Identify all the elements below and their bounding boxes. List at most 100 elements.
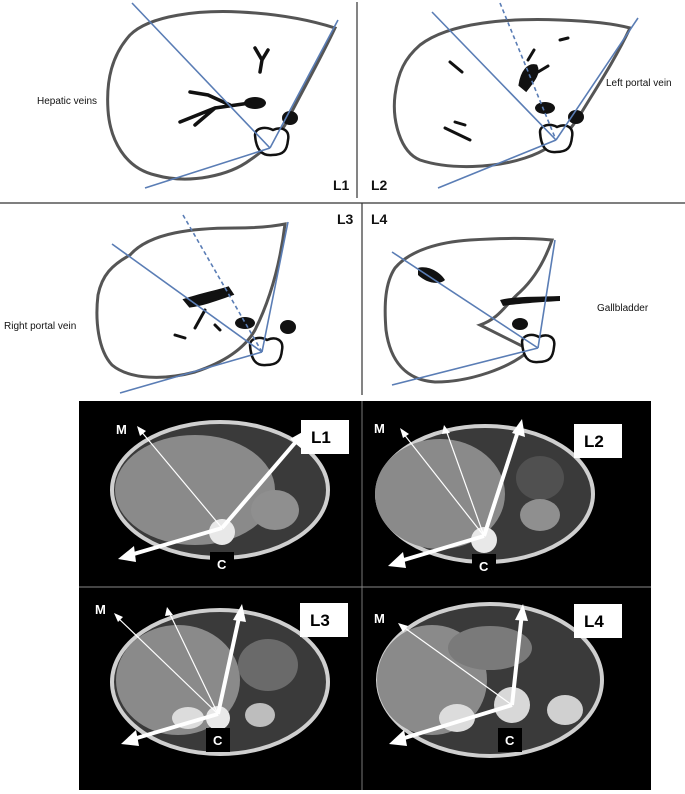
guide-line-dashed [499,2,557,141]
thin-arrow [402,432,485,537]
marker-c: C [217,557,227,572]
ct-panel-l3: M C L3 [95,602,348,756]
level-box-label: L3 [310,611,330,630]
thick-arrow [396,534,485,564]
aorta [280,320,296,334]
vertebra-outline [253,126,290,157]
aorta [282,111,298,125]
level-box [574,604,622,638]
marker-c: C [213,733,223,748]
marker-c-box [206,728,230,752]
ct-grid: M C L1 M C L2 [79,401,651,790]
thick-arrow [129,712,219,742]
ivc [244,97,266,109]
marker-c: C [505,733,515,748]
sketch-l2: Left portal vein L2 [371,2,672,193]
thin-arrow [139,429,223,529]
guide-line [555,17,639,141]
thick-arrowhead [512,419,525,437]
liver-tissue [115,435,275,545]
marker-c-box [472,554,496,578]
thick-arrowhead [388,552,406,568]
vessel-fragments [443,36,570,142]
bowel [448,626,532,670]
thin-arrow [445,429,485,537]
liver-outline [383,237,555,384]
level-label: L1 [333,177,350,193]
ivc [235,317,255,329]
guide-line [261,221,289,353]
guide-line [144,147,271,189]
liver-tissue [116,625,240,735]
thin-arrowhead [400,428,409,438]
vertebra [471,527,497,553]
guide-line-dashed [182,214,263,353]
level-box-label: L1 [311,428,331,447]
thick-arrow [126,526,223,558]
ct-panel-l1: M C L1 [110,420,349,576]
guide-line [119,351,263,394]
level-label: L3 [337,211,354,227]
liver-outline [392,18,633,169]
left-portal-vein [518,48,550,93]
sketch-l4: Gallbladder L4 [371,211,649,386]
portal-vein-segment [500,296,560,306]
sketch-l3: Right portal vein L3 [4,211,354,394]
hepatic-vein-branches [178,46,270,127]
vertebra [206,706,230,730]
ivc [535,102,555,114]
sketch-area: Hepatic veins L1 Left portal vein L2 [0,2,685,395]
ct-panel-l2: M C L2 [374,419,622,578]
level-box-label: L2 [584,432,604,451]
guide-line [537,239,556,349]
guide-line [391,251,539,349]
kidney [547,695,583,725]
thin-arrowhead [114,613,123,622]
stomach [516,456,564,500]
thin-arrow [401,625,513,706]
kidney [245,703,275,727]
vertebra-outline [520,333,556,364]
vertebra-outline [248,336,284,367]
marker-c: C [479,559,489,574]
thin-arrowhead [137,426,146,436]
spleen [251,490,299,530]
aorta [512,318,528,330]
annotation-label: Right portal vein [4,321,76,332]
marker-m: M [374,421,385,436]
guide-line [131,2,271,149]
marker-m: M [374,611,385,626]
level-label: L2 [371,177,388,193]
marker-m: M [116,422,127,437]
guide-line [437,139,557,189]
level-box [301,420,349,454]
level-label: L4 [371,211,388,227]
marker-m: M [95,602,106,617]
level-box-label: L4 [584,612,604,631]
guide-line [391,347,539,386]
thick-arrow [220,435,302,530]
ct-panel-l4: M C L4 [374,602,622,758]
thick-arrowhead [233,604,246,622]
thick-arrowhead [389,730,407,746]
thick-arrowhead [515,604,528,621]
thin-arrow [116,616,219,715]
thick-arrowhead [118,546,136,562]
annotation-label: Hepatic veins [37,96,97,107]
vertebra [209,519,235,545]
level-box [574,424,622,458]
guide-line [111,243,263,353]
gallbladder [418,267,445,283]
guide-line [269,19,339,149]
liver-outline [95,222,287,379]
thin-arrow [168,611,219,715]
marker-c-box [210,552,234,576]
thick-arrow [216,612,242,715]
thick-arrowhead [121,730,139,746]
thin-arrowhead [165,607,173,616]
marker-c-box [498,728,522,752]
bowel [238,639,298,691]
aorta [568,110,584,124]
thin-arrowhead [398,623,408,632]
